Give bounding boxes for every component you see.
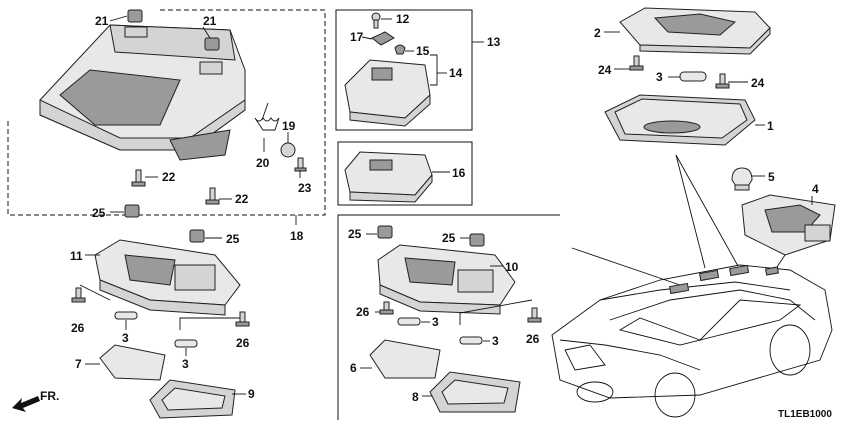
callout-1: 1 xyxy=(767,119,774,133)
callout-21-a: 21 xyxy=(95,14,109,28)
roof-light-marker-rear xyxy=(764,266,780,276)
callout-7: 7 xyxy=(75,357,82,371)
module-16 xyxy=(344,151,433,203)
clip-25-right xyxy=(189,229,205,243)
clip-25-left xyxy=(124,204,140,218)
callout-11: 11 xyxy=(70,249,83,263)
callout-22-a: 22 xyxy=(162,170,176,184)
callout-17: 17 xyxy=(350,30,364,44)
callout-24-b: 24 xyxy=(751,76,765,90)
screw-24-right xyxy=(715,73,730,89)
callout-10: 10 xyxy=(505,260,519,274)
roof-light-marker-dome xyxy=(729,264,750,277)
clip-21-right xyxy=(204,37,220,51)
callout-12: 12 xyxy=(396,12,410,26)
socket-4 xyxy=(741,194,836,256)
callout-26-d: 26 xyxy=(526,332,540,346)
map-light-assembly-11 xyxy=(94,239,241,316)
bulb-3-c xyxy=(397,317,421,326)
callout-4: 4 xyxy=(812,182,819,196)
callout-21-b: 21 xyxy=(203,14,217,28)
screw-26-d xyxy=(527,307,542,323)
bracket-17 xyxy=(371,31,395,46)
roof-light-marker-front xyxy=(669,282,690,295)
clip-25-d xyxy=(469,233,485,247)
screw-22-left xyxy=(131,169,146,187)
screw-12 xyxy=(371,12,381,29)
callout-13: 13 xyxy=(487,35,501,49)
callout-3-c: 3 xyxy=(432,315,439,329)
screw-26-c xyxy=(379,301,394,315)
dome-light-base-2 xyxy=(619,7,771,55)
callout-25-c: 25 xyxy=(348,227,362,241)
roof-console-housing xyxy=(39,24,246,161)
screw-26-right xyxy=(235,311,250,327)
callout-26-b: 26 xyxy=(236,336,250,350)
callout-26-a: 26 xyxy=(71,321,85,335)
bulb-3-b xyxy=(174,339,198,348)
drawing-code: TL1EB1000 xyxy=(778,409,832,420)
direction-label: FR. xyxy=(40,389,59,403)
spring-20 xyxy=(254,117,280,131)
roof-light-marker-mid xyxy=(699,269,720,282)
clip-25-c xyxy=(377,225,393,239)
dome-lens-1 xyxy=(604,94,756,146)
control-unit-14 xyxy=(344,59,431,127)
callout-8: 8 xyxy=(412,390,419,404)
vehicle-outline xyxy=(551,264,833,418)
callout-26-c: 26 xyxy=(356,305,370,319)
callout-25-d: 25 xyxy=(442,231,456,245)
callout-20: 20 xyxy=(256,156,270,170)
clip-21-top xyxy=(127,9,143,23)
callout-5: 5 xyxy=(768,170,775,184)
screw-23 xyxy=(294,157,307,172)
clip-15 xyxy=(394,44,406,55)
callout-14: 14 xyxy=(449,66,463,80)
callout-9: 9 xyxy=(248,387,255,401)
callout-22-b: 22 xyxy=(235,192,249,206)
callout-2: 2 xyxy=(594,26,601,40)
socket-19 xyxy=(280,142,296,158)
callout-3-b: 3 xyxy=(182,357,189,371)
callout-25-a: 25 xyxy=(92,206,106,220)
callout-18: 18 xyxy=(290,229,304,243)
callout-25-b: 25 xyxy=(226,232,240,246)
bulb-5 xyxy=(731,167,753,191)
callout-15: 15 xyxy=(416,44,430,58)
group-10-boundary xyxy=(337,214,560,420)
lens-6 xyxy=(369,339,441,379)
front-direction-arrow xyxy=(12,396,40,412)
callout-19: 19 xyxy=(282,119,296,133)
screw-24-left xyxy=(629,55,644,71)
callout-24-a: 24 xyxy=(598,63,612,77)
callout-6: 6 xyxy=(350,361,357,375)
group-16-boundary xyxy=(337,141,473,206)
map-light-assembly-10 xyxy=(377,244,516,315)
group-13-boundary xyxy=(335,9,473,131)
callout-23: 23 xyxy=(298,181,312,195)
bulb-3-d xyxy=(459,336,483,345)
bulb-3-e xyxy=(679,71,707,82)
lens-7 xyxy=(99,344,166,381)
bulb-3-a xyxy=(114,311,138,320)
screw-26-left xyxy=(71,287,86,303)
callout-3-a: 3 xyxy=(122,331,129,345)
screw-22-right xyxy=(205,187,220,205)
callout-3-e: 3 xyxy=(656,70,663,84)
callout-16: 16 xyxy=(452,166,466,180)
group-18-boundary xyxy=(7,9,326,216)
callout-3-d: 3 xyxy=(492,334,499,348)
